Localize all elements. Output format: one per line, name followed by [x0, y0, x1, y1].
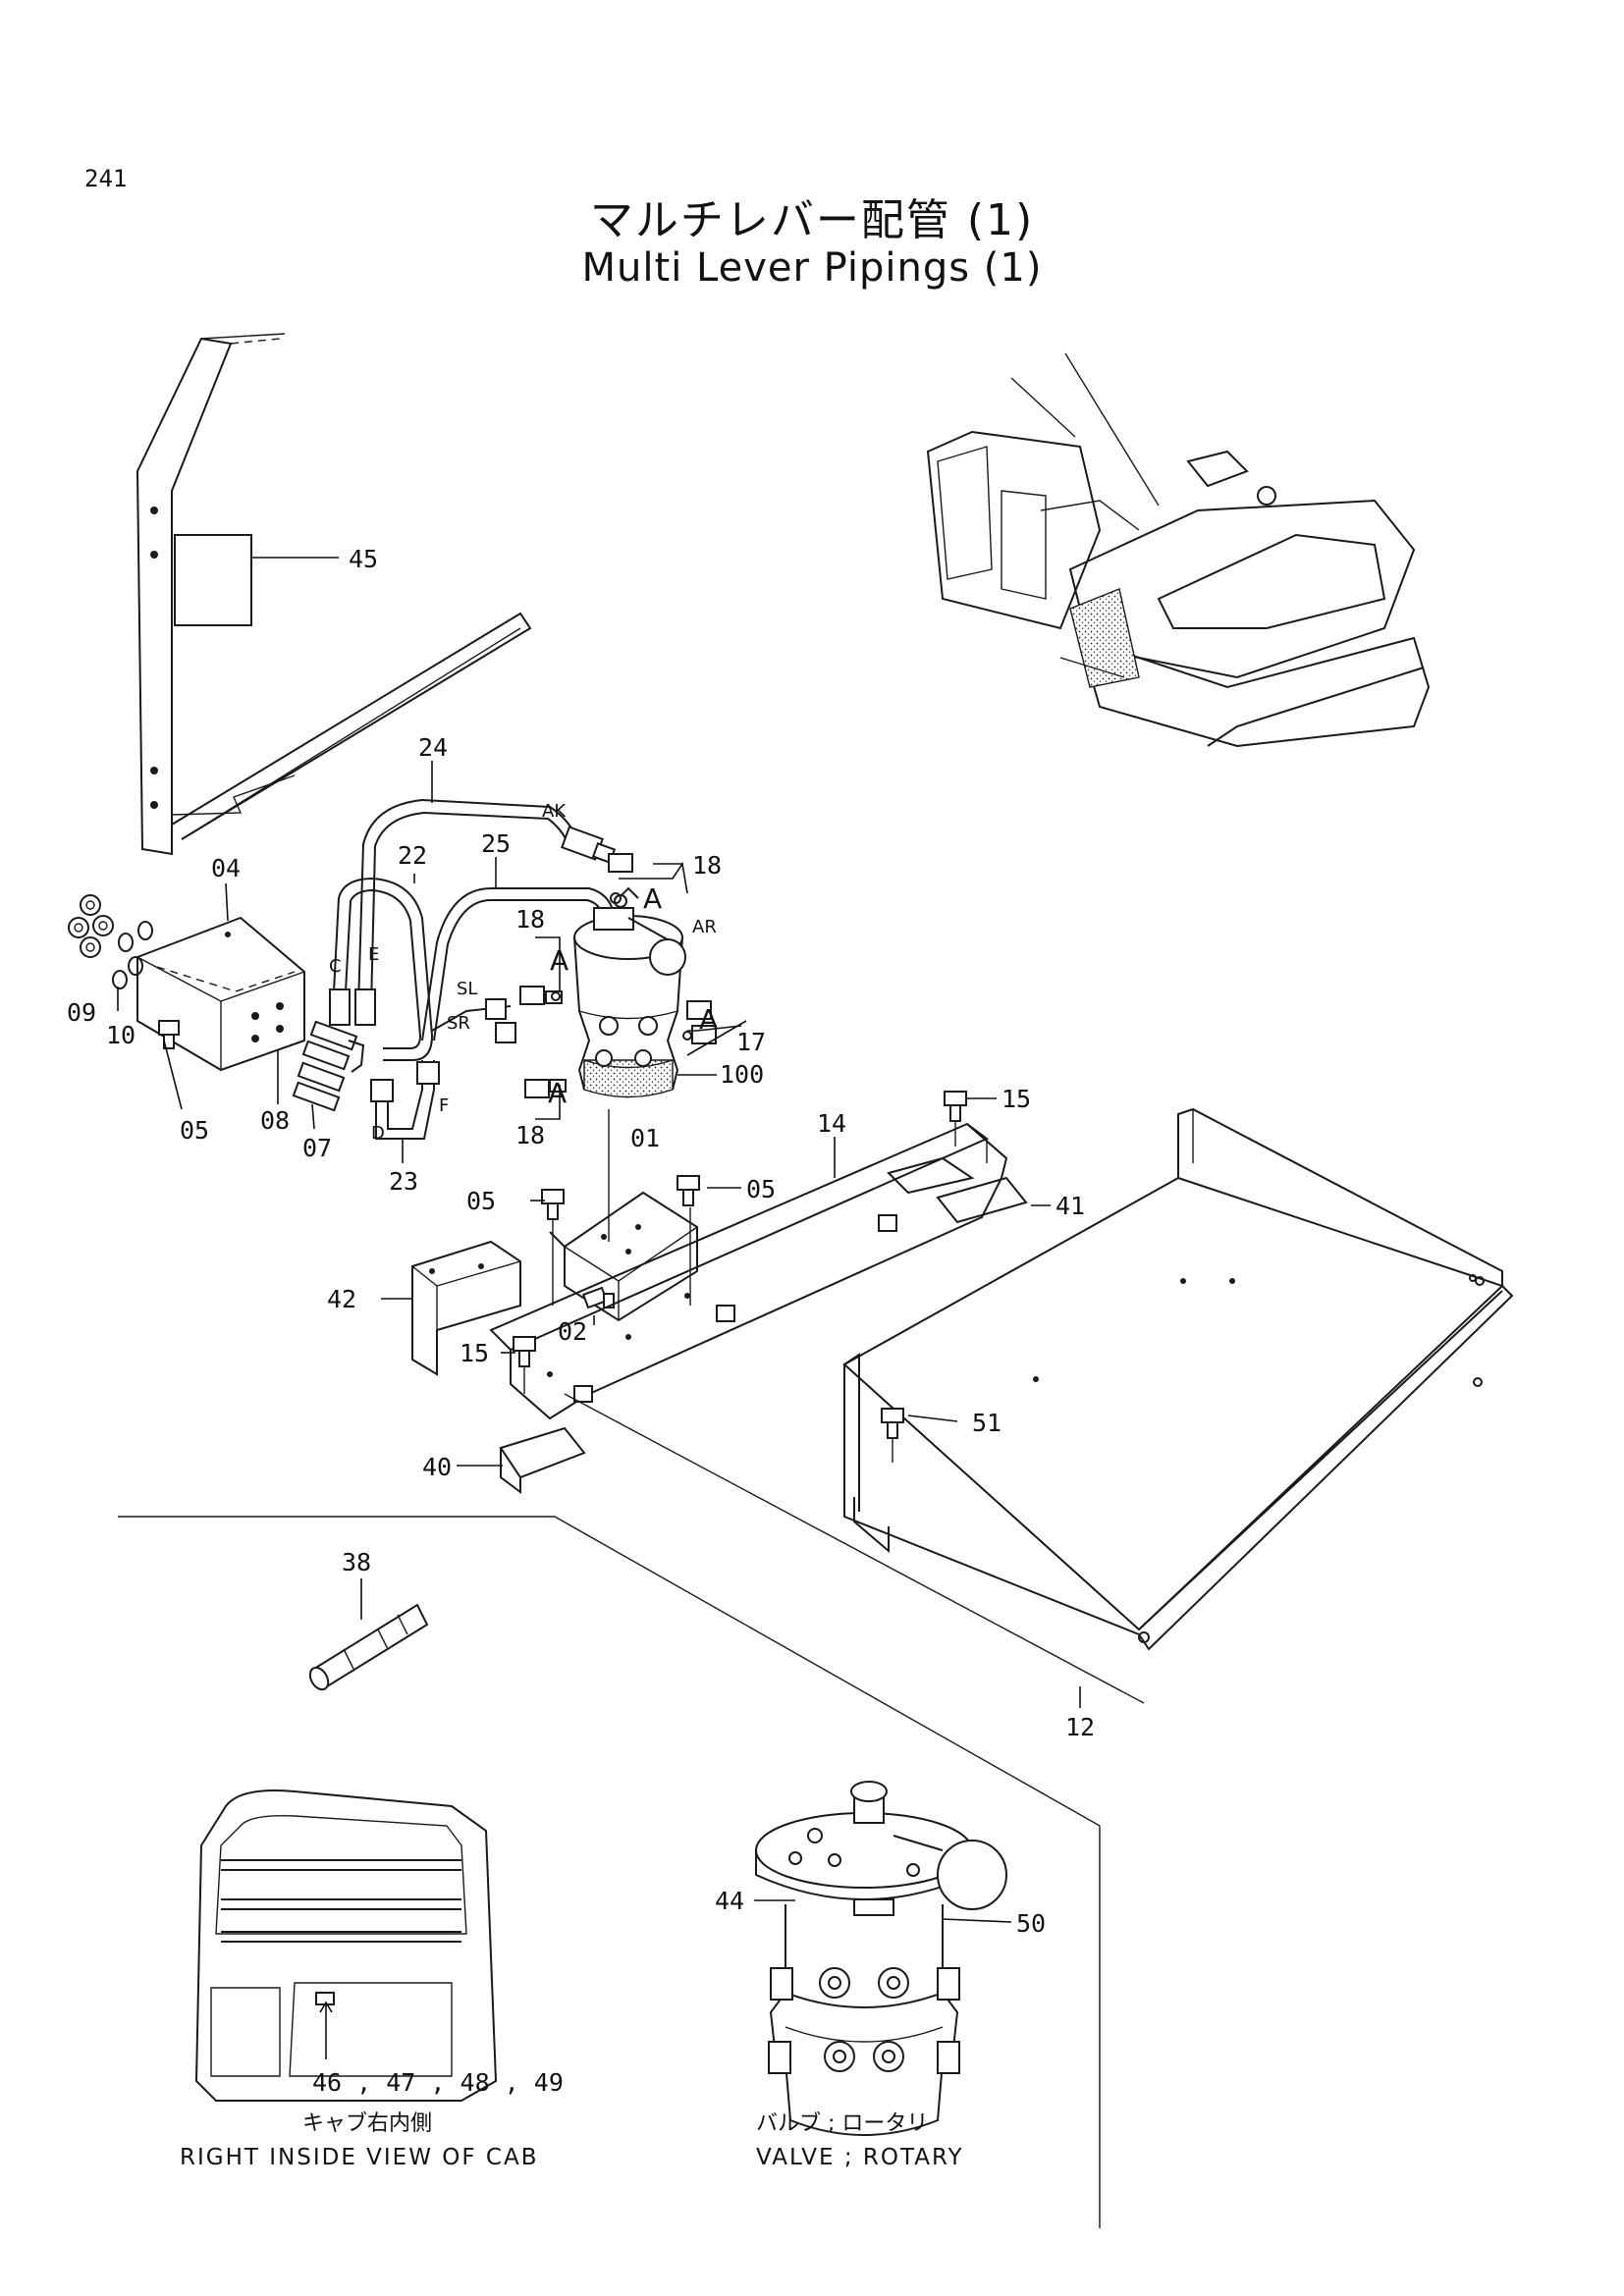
excavator-overview — [926, 352, 1431, 748]
title-english: Multi Lever Pipings (1) — [581, 245, 1043, 291]
valve-inset-caption-en: VALVE ; ROTARY — [756, 2145, 964, 2170]
callout-18-mid: 18 — [515, 905, 545, 934]
callout-100: 100 — [720, 1060, 764, 1089]
callout-12: 12 — [1065, 1713, 1095, 1741]
bolt-05-center-right — [677, 1175, 700, 1206]
callout-05-right: 05 — [746, 1175, 776, 1203]
callout-50: 50 — [1016, 1909, 1046, 1938]
port-label-e: E — [368, 944, 379, 965]
callout-04: 04 — [211, 854, 241, 882]
callout-05-center: 05 — [466, 1187, 496, 1215]
cab-inset-part-numbers: 46 , 47 , 48 , 49 — [312, 2068, 564, 2097]
callout-44: 44 — [715, 1887, 744, 1915]
port-label-f: F — [439, 1095, 449, 1116]
port-label-a-bottom: A — [548, 1077, 567, 1109]
bolt-02 — [581, 1286, 615, 1309]
cab-inset-caption-en: RIGHT INSIDE VIEW OF CAB — [180, 2145, 539, 2170]
port-label-sl: SL — [457, 979, 477, 999]
frame-14 — [489, 1122, 1028, 1420]
bolt-51 — [881, 1408, 904, 1463]
callout-40: 40 — [422, 1453, 452, 1481]
sl-sr-elbows — [485, 998, 516, 1043]
callout-15-right: 15 — [1001, 1085, 1031, 1113]
valve-inset-caption-jp: バルブ ; ロータリ — [756, 2111, 928, 2136]
callout-23: 23 — [389, 1167, 418, 1196]
port-label-a-right: A — [699, 1003, 718, 1036]
title-japanese: マルチレバー配管 (1) — [589, 195, 1035, 245]
callout-18-bottom: 18 — [515, 1121, 545, 1149]
callout-24: 24 — [418, 733, 448, 762]
leader-lines — [117, 557, 1081, 2059]
bracket-40 — [499, 1426, 586, 1494]
callout-07: 07 — [302, 1134, 332, 1162]
callout-02: 02 — [558, 1317, 587, 1346]
page-number: 241 — [84, 165, 128, 192]
callout-05-left: 05 — [180, 1116, 209, 1145]
callout-09: 09 — [67, 998, 96, 1027]
cab-inside-view — [194, 1789, 498, 2102]
washers-10 — [112, 921, 153, 989]
callout-08: 08 — [260, 1106, 290, 1135]
callout-22: 22 — [398, 841, 427, 870]
nuts-09 — [68, 894, 114, 958]
callout-10: 10 — [106, 1021, 135, 1049]
callout-01: 01 — [630, 1124, 660, 1152]
adapters-07-08 — [292, 1020, 365, 1112]
port-label-a-mid: A — [550, 944, 568, 977]
callout-17: 17 — [736, 1028, 766, 1056]
callout-15-left: 15 — [460, 1339, 489, 1367]
hose-22 — [329, 877, 434, 1061]
rotary-valve-100 — [573, 886, 686, 1098]
rotary-valve-inset — [755, 1781, 1007, 2136]
callout-25: 25 — [481, 829, 511, 858]
port-label-a-top: A — [643, 882, 662, 915]
frame-14-guide — [564, 1393, 1145, 1704]
section-divider — [118, 1516, 1101, 1827]
fittings-17-18 — [519, 853, 717, 1098]
bracket-01 — [549, 1191, 698, 1322]
callout-14: 14 — [817, 1109, 846, 1138]
cab-inset-caption-jp: キャブ右内側 — [302, 2111, 432, 2136]
block-04 — [136, 916, 305, 1072]
bolt-15-right — [944, 1091, 967, 1147]
port-label-ar: AR — [692, 917, 717, 937]
callout-38: 38 — [342, 1548, 371, 1576]
callout-51: 51 — [972, 1409, 1001, 1437]
callout-18-top: 18 — [692, 851, 722, 880]
port-label-c: C — [329, 956, 342, 977]
hose-23 — [370, 1060, 440, 1140]
cab-side-panel — [135, 333, 532, 856]
bolt-15-left — [513, 1336, 536, 1394]
bolt-05-center-left — [541, 1189, 565, 1220]
port-label-ak: AK — [542, 801, 567, 822]
port-label-sr: SR — [447, 1013, 470, 1034]
part-38 — [308, 1603, 429, 1691]
tray-12 — [842, 1107, 1514, 1651]
port-label-d: D — [371, 1123, 385, 1144]
callout-45: 45 — [349, 545, 378, 573]
callout-42: 42 — [327, 1285, 356, 1313]
bracket-42 — [411, 1240, 521, 1376]
callout-41: 41 — [1056, 1192, 1085, 1220]
